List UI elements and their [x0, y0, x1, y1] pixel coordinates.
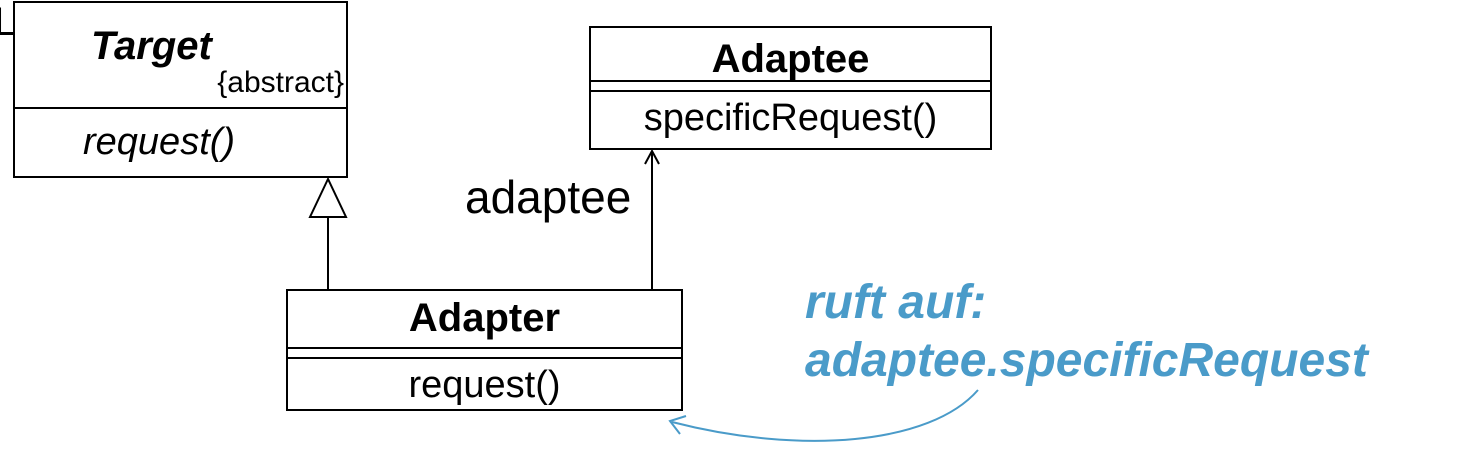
class-adapter-name: Adapter: [408, 296, 561, 340]
generalization-arrowhead: [308, 176, 348, 218]
class-adaptee-method: specificRequest(): [643, 97, 938, 139]
class-adapter-divider-2: [288, 357, 681, 359]
clipped-fragment: L: [0, 0, 17, 44]
note-curve: [671, 389, 979, 442]
class-adapter: Adapter request(): [286, 289, 683, 411]
class-adapter-method: request(): [408, 364, 561, 406]
class-adaptee-name: Adaptee: [711, 37, 870, 81]
class-adaptee-divider-2: [591, 90, 990, 92]
association-arrowhead: [644, 148, 660, 165]
note-line-2: adaptee.specificRequest: [805, 334, 1368, 387]
class-adapter-divider-1: [288, 347, 681, 349]
note-curve-arrowhead: [668, 415, 687, 435]
class-target-stereotype: {abstract}: [217, 66, 344, 99]
class-adaptee-divider-1: [591, 80, 990, 82]
note-line-1: ruft auf:: [805, 276, 987, 329]
class-target: Target {abstract} request(): [13, 1, 348, 178]
class-adaptee: Adaptee specificRequest(): [589, 26, 992, 150]
association-role-label: adaptee: [465, 171, 632, 223]
class-target-divider: [15, 107, 346, 109]
class-target-method: request(): [83, 121, 236, 163]
class-target-name: Target: [91, 24, 212, 68]
